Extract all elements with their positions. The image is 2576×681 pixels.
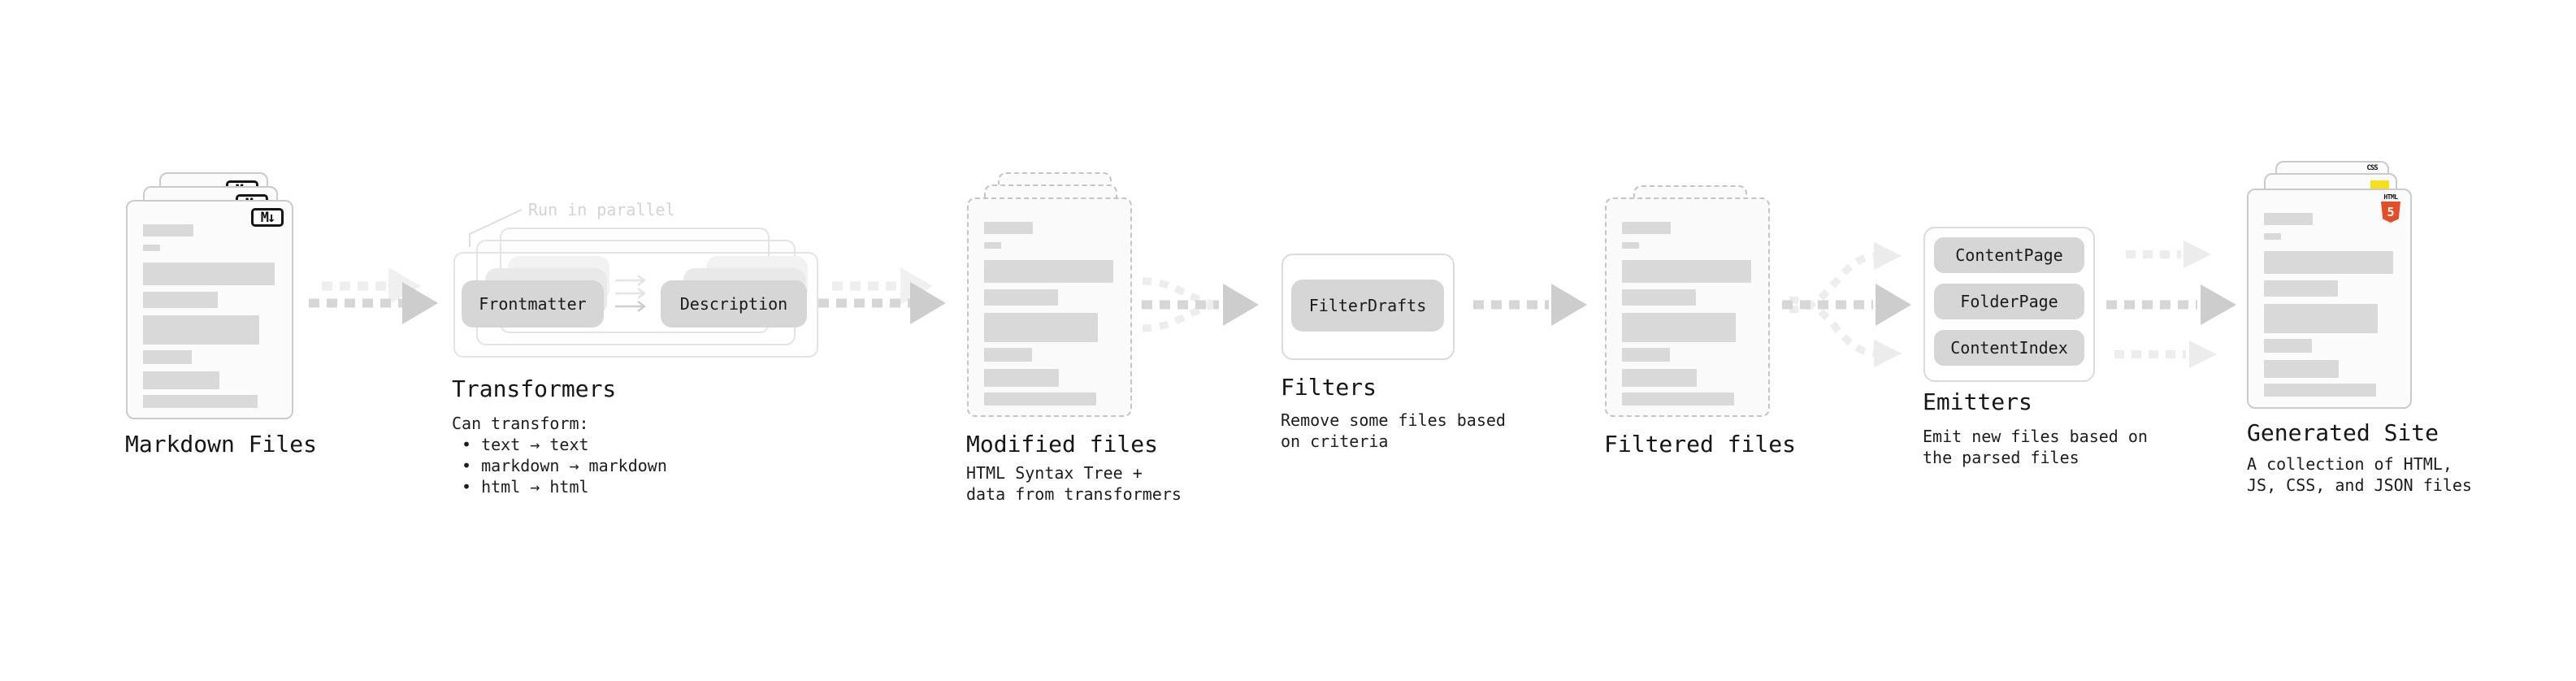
run-in-parallel-leader-line bbox=[469, 209, 523, 247]
text-line-placeholder bbox=[143, 262, 275, 285]
caption-line: Emit new files based on bbox=[1923, 427, 2148, 446]
stage-label-transformers: Transformers bbox=[452, 375, 617, 402]
text-line-placeholder bbox=[1622, 242, 1639, 249]
emitters-caption: Emit new files based on the parsed files bbox=[1923, 426, 2148, 468]
file-content-placeholder bbox=[1622, 222, 1751, 406]
transformer-pill-frontmatter: Frontmatter bbox=[462, 280, 604, 327]
text-line-placeholder bbox=[1622, 369, 1698, 387]
caption-line: Remove some files based bbox=[1281, 410, 1506, 430]
html5-number: 5 bbox=[2387, 205, 2395, 219]
text-line-placeholder bbox=[1622, 348, 1670, 362]
emitter-pill-contentpage: ContentPage bbox=[1934, 237, 2084, 273]
text-line-placeholder bbox=[2264, 384, 2377, 397]
arrow-modified-to-filters bbox=[1142, 277, 1259, 332]
text-line-placeholder bbox=[1622, 393, 1735, 406]
text-line-placeholder bbox=[143, 224, 193, 236]
text-line-placeholder bbox=[984, 348, 1032, 362]
stage-label-markdown-files: Markdown Files bbox=[125, 431, 318, 458]
text-line-placeholder bbox=[143, 315, 259, 345]
file-content-placeholder bbox=[143, 224, 275, 408]
arrow-filters-to-filtered bbox=[1473, 284, 1587, 326]
text-line-placeholder bbox=[2264, 213, 2314, 225]
text-line-placeholder bbox=[1622, 313, 1736, 342]
text-line-placeholder bbox=[984, 369, 1060, 387]
site-file-card-html: HTML 5 bbox=[2247, 189, 2412, 409]
text-line-placeholder bbox=[143, 395, 258, 408]
text-line-placeholder bbox=[143, 245, 161, 251]
filter-pill-filterdrafts: FilterDrafts bbox=[1291, 280, 1444, 332]
modified-file-card-front bbox=[967, 197, 1132, 417]
css-icon-label: CSS bbox=[2366, 164, 2378, 172]
caption-line: the parsed files bbox=[1923, 448, 2079, 467]
stage-label-generated-site: Generated Site bbox=[2247, 419, 2439, 446]
arrow-emitters-to-site bbox=[2106, 241, 2236, 368]
text-line-placeholder bbox=[984, 222, 1034, 234]
caption-bullet: • text → text bbox=[462, 435, 589, 454]
text-line-placeholder bbox=[2264, 339, 2312, 353]
generated-site-caption: A collection of HTML, JS, CSS, and JSON … bbox=[2247, 453, 2472, 496]
transformer-pill-description: Description bbox=[661, 280, 807, 327]
transformer-step-arrows bbox=[615, 275, 647, 312]
js-icon bbox=[2370, 180, 2389, 189]
text-line-placeholder bbox=[2264, 233, 2281, 240]
html5-icon-label: HTML bbox=[2383, 193, 2398, 201]
run-in-parallel-annotation: Run in parallel bbox=[528, 200, 675, 219]
caption-line: on criteria bbox=[1281, 432, 1389, 451]
caption-bullet: • html → html bbox=[462, 477, 589, 497]
caption-line: HTML Syntax Tree + bbox=[966, 463, 1143, 483]
text-line-placeholder bbox=[1622, 222, 1672, 234]
text-line-placeholder bbox=[1622, 260, 1751, 283]
arrow-markdown-to-transformers bbox=[309, 267, 438, 324]
stage-label-modified-files: Modified files bbox=[966, 431, 1159, 458]
transformer-sheet-front bbox=[453, 252, 818, 358]
arrow-transformers-to-modified bbox=[818, 267, 946, 324]
stage-label-filters: Filters bbox=[1281, 374, 1377, 401]
text-line-placeholder bbox=[143, 371, 219, 389]
file-content-placeholder bbox=[984, 222, 1113, 406]
text-line-placeholder bbox=[984, 393, 1097, 406]
emitter-pill-folderpage: FolderPage bbox=[1934, 284, 2084, 319]
text-line-placeholder bbox=[984, 260, 1113, 283]
html5-shield: 5 bbox=[2381, 202, 2400, 223]
text-line-placeholder bbox=[2264, 304, 2378, 333]
filtered-file-card-front bbox=[1605, 197, 1770, 417]
file-content-placeholder bbox=[2264, 213, 2393, 397]
text-line-placeholder bbox=[2264, 251, 2393, 274]
markdown-file-card-front: M↓ bbox=[126, 200, 293, 419]
stage-label-emitters: Emitters bbox=[1923, 388, 2032, 415]
caption-bullet: • markdown → markdown bbox=[462, 456, 667, 475]
text-line-placeholder bbox=[1622, 289, 1696, 306]
text-line-placeholder bbox=[984, 289, 1058, 306]
markdown-icon: M↓ bbox=[251, 208, 284, 227]
caption-line: Can transform: bbox=[452, 414, 589, 433]
modified-files-caption: HTML Syntax Tree + data from transformer… bbox=[966, 462, 1182, 505]
stage-label-filtered-files: Filtered files bbox=[1604, 431, 1797, 458]
text-line-placeholder bbox=[143, 292, 219, 308]
transformers-caption: Can transform: • text → text • markdown … bbox=[452, 413, 667, 497]
text-line-placeholder bbox=[984, 242, 1001, 249]
filters-caption: Remove some files based on criteria bbox=[1281, 410, 1506, 452]
text-line-placeholder bbox=[2264, 280, 2338, 297]
caption-line: data from transformers bbox=[966, 484, 1182, 504]
emitter-pill-contentindex: ContentIndex bbox=[1934, 330, 2084, 366]
caption-line: JS, CSS, and JSON files bbox=[2247, 475, 2472, 495]
text-line-placeholder bbox=[984, 313, 1098, 342]
caption-line: A collection of HTML, bbox=[2247, 454, 2452, 474]
text-line-placeholder bbox=[143, 350, 192, 364]
html5-icon: HTML 5 bbox=[2380, 193, 2401, 223]
text-line-placeholder bbox=[2264, 360, 2340, 378]
arrow-filtered-to-emitters bbox=[1782, 242, 1911, 367]
